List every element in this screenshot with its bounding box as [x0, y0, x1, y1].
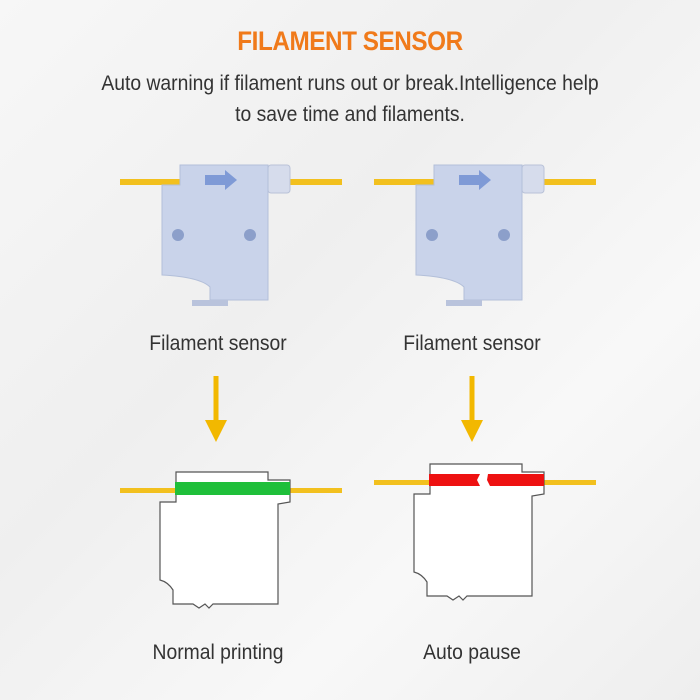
page-title: FILAMENT SENSOR: [237, 26, 463, 56]
auto-pause-diagram: [373, 463, 597, 601]
filament-broken-right: [487, 474, 544, 486]
filament-ok-bar: [175, 482, 290, 495]
normal-printing-label: Normal printing: [152, 641, 284, 664]
normal-printing-diagram: [119, 471, 343, 609]
right-sensor-label: Filament sensor: [403, 332, 541, 355]
right-down-arrow-icon: [461, 376, 483, 442]
subtitle-line-1: Auto warning if filament runs out or bre…: [101, 72, 599, 95]
filament-broken-left: [429, 474, 480, 486]
left-sensor-icon: [119, 164, 343, 307]
right-sensor-icon: [373, 164, 597, 307]
auto-pause-label: Auto pause: [423, 641, 521, 664]
left-down-arrow-icon: [205, 376, 227, 442]
left-sensor-label: Filament sensor: [149, 332, 287, 355]
subtitle-line-2: to save time and filaments.: [235, 103, 465, 126]
